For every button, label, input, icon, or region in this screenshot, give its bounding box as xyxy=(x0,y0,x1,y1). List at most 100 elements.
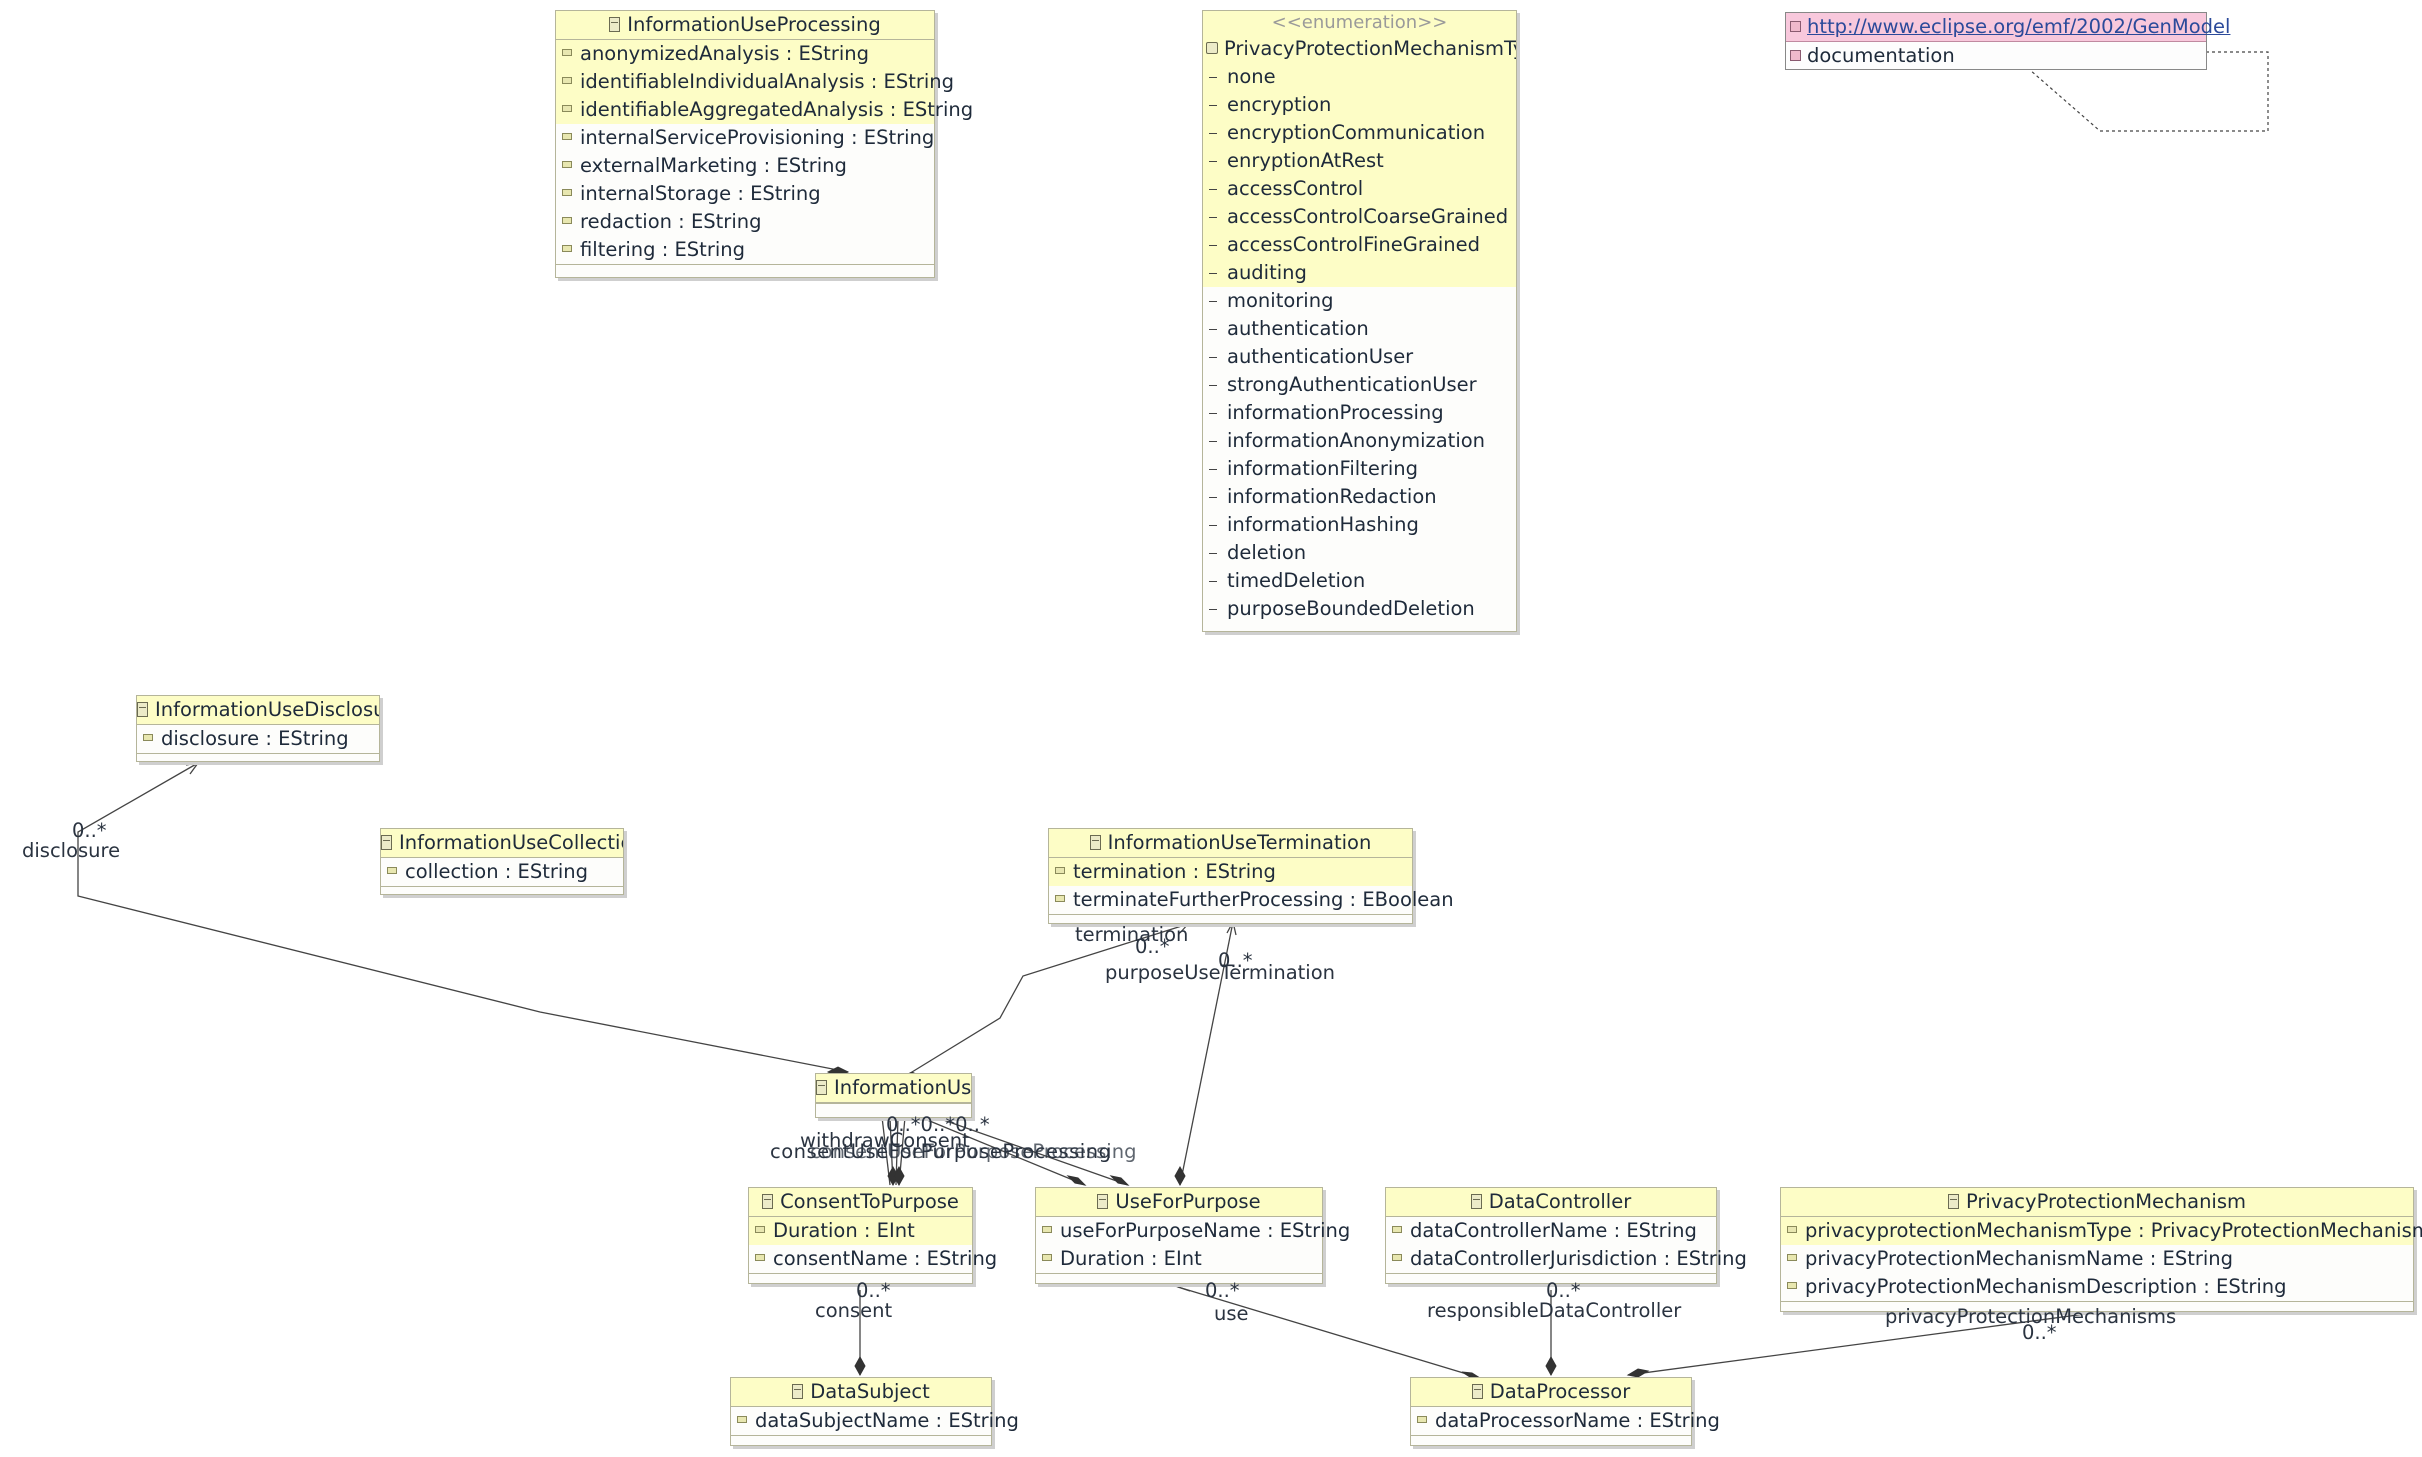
attribute-row[interactable]: dataProcessorName : EString xyxy=(1411,1407,1720,1435)
attribute-icon xyxy=(562,133,572,140)
literal-icon xyxy=(1209,189,1217,190)
enum-literal[interactable]: encryption xyxy=(1203,91,1516,119)
attribute-row[interactable]: identifiableIndividualAnalysis : EString xyxy=(556,68,954,96)
enum-literal[interactable]: none xyxy=(1203,63,1516,91)
enum-literal[interactable]: timedDeletion xyxy=(1203,567,1516,595)
eclass-icon xyxy=(609,17,621,32)
enum-literal[interactable]: accessControlCoarseGrained xyxy=(1203,203,1516,231)
class-header: UseForPurpose xyxy=(1036,1188,1322,1217)
attribute-row[interactable]: internalServiceProvisioning : EString xyxy=(556,124,934,152)
eclass-icon xyxy=(1097,1194,1109,1209)
purpose-termination-multiplicity: 0..* xyxy=(1218,949,1253,972)
operations-compartment xyxy=(1049,914,1412,923)
literal-icon xyxy=(1209,609,1217,610)
class-header: ConsentToPurpose xyxy=(749,1188,972,1217)
attribute-row[interactable]: privacyProtectionMechanismName : EString xyxy=(1781,1245,2413,1273)
attribute-row[interactable]: Duration : EInt xyxy=(1036,1245,1322,1273)
enum-literal[interactable]: encryptionCommunication xyxy=(1203,119,1516,147)
enum-literal[interactable]: strongAuthenticationUser xyxy=(1203,371,1516,399)
annotation-entry[interactable]: documentation xyxy=(1786,42,2206,70)
genmodel-annotation[interactable]: http://www.eclipse.org/emf/2002/GenModel… xyxy=(1785,12,2230,70)
attribute-row[interactable]: internalStorage : EString xyxy=(556,180,934,208)
eclass-icon xyxy=(1089,835,1101,850)
attribute-icon xyxy=(562,245,572,252)
attribute-row[interactable]: redaction : EString xyxy=(556,208,934,236)
class-consent-to-purpose[interactable]: ConsentToPurpose Duration : EInt consent… xyxy=(748,1187,997,1284)
enum-literal[interactable]: informationAnonymization xyxy=(1203,427,1516,455)
enum-literal[interactable]: authentication xyxy=(1203,315,1516,343)
attribute-row[interactable]: disclosure : EString xyxy=(137,725,379,753)
enum-literal[interactable]: informationHashing xyxy=(1203,511,1516,539)
attribute-row[interactable]: identifiableAggregatedAnalysis : EString xyxy=(556,96,973,124)
composition-diamond xyxy=(1066,1175,1087,1186)
eclass-icon xyxy=(762,1194,774,1209)
attribute-row[interactable]: anonymizedAnalysis : EString xyxy=(556,40,934,68)
attribute-row[interactable]: dataSubjectName : EString xyxy=(731,1407,1019,1435)
enum-literal[interactable]: accessControl xyxy=(1203,175,1516,203)
attribute-icon xyxy=(755,1226,765,1233)
attribute-icon xyxy=(387,867,397,874)
attribute-icon xyxy=(1392,1226,1402,1233)
attribute-row[interactable]: privacyprotectionMechanismType : Privacy… xyxy=(1781,1217,2422,1245)
enum-literal[interactable]: accessControlFineGrained xyxy=(1203,231,1516,259)
eclass-icon xyxy=(381,835,392,850)
eclass-icon xyxy=(1947,1194,1959,1209)
operations-compartment xyxy=(137,753,379,762)
enum-stereotype: <<enumeration>> xyxy=(1203,11,1516,35)
class-information-use-collection[interactable]: InformationUseCollection collection : ES… xyxy=(380,828,624,895)
literal-icon xyxy=(1209,413,1217,414)
eclass-icon xyxy=(792,1384,804,1399)
attribute-icon xyxy=(755,1254,765,1261)
class-header: DataController xyxy=(1386,1188,1716,1217)
attribute-icon xyxy=(562,161,572,168)
attribute-row[interactable]: useForPurposeName : EString xyxy=(1036,1217,1350,1245)
attribute-row[interactable]: consentName : EString xyxy=(749,1245,997,1273)
class-data-controller[interactable]: DataController dataControllerName : EStr… xyxy=(1385,1187,1747,1284)
attribute-row[interactable]: collection : EString xyxy=(381,858,623,886)
attribute-icon xyxy=(1417,1416,1427,1423)
purpose-termination-role: purposeUseTermination xyxy=(1105,961,1335,984)
class-header: InformationUseTermination xyxy=(1049,829,1412,858)
annotation-source[interactable]: http://www.eclipse.org/emf/2002/GenModel xyxy=(1786,13,2230,42)
class-information-use-processing[interactable]: InformationUseProcessing anonymizedAnaly… xyxy=(555,10,973,278)
attribute-row[interactable]: filtering : EString xyxy=(556,236,934,264)
class-data-processor[interactable]: DataProcessor dataProcessorName : EStrin… xyxy=(1410,1377,1720,1446)
attribute-row[interactable]: privacyProtectionMechanismDescription : … xyxy=(1781,1273,2413,1301)
attribute-row[interactable]: Duration : EInt xyxy=(749,1217,972,1245)
literal-icon xyxy=(1209,357,1217,358)
attribute-row[interactable]: dataControllerName : EString xyxy=(1386,1217,1716,1245)
disclosure-role: disclosure xyxy=(22,839,121,862)
class-information-use[interactable]: InformationUse xyxy=(815,1073,972,1118)
class-use-for-purpose[interactable]: UseForPurpose useForPurposeName : EStrin… xyxy=(1035,1187,1350,1284)
enum-literal[interactable]: authenticationUser xyxy=(1203,343,1516,371)
attribute-row[interactable]: dataControllerJurisdiction : EString xyxy=(1386,1245,1747,1273)
cluster-role-withdraw-consent: withdrawConsent xyxy=(800,1129,970,1152)
enum-literal[interactable]: auditing xyxy=(1203,259,1516,287)
enum-privacy-protection-mechanism-type[interactable]: <<enumeration>> PrivacyProtectionMechani… xyxy=(1202,10,1517,632)
attribute-row[interactable]: termination : EString xyxy=(1049,858,1412,886)
attribute-row[interactable]: terminateFurtherProcessing : EBoolean xyxy=(1049,886,1454,914)
attribute-row[interactable]: externalMarketing : EString xyxy=(556,152,934,180)
annotation-icon xyxy=(1790,21,1801,32)
enum-literal[interactable]: deletion xyxy=(1203,539,1516,567)
use-role: use xyxy=(1214,1302,1249,1325)
operations-compartment xyxy=(556,264,934,273)
enum-literal[interactable]: informationRedaction xyxy=(1203,483,1516,511)
enum-literal[interactable]: informationProcessing xyxy=(1203,399,1516,427)
attribute-icon xyxy=(1042,1254,1052,1261)
attribute-icon xyxy=(1055,867,1065,874)
attribute-icon xyxy=(1042,1226,1052,1233)
enum-literal[interactable]: informationFiltering xyxy=(1203,455,1516,483)
annotation-source-link[interactable]: http://www.eclipse.org/emf/2002/GenModel xyxy=(1807,15,2231,38)
literal-icon xyxy=(1209,497,1217,498)
class-data-subject[interactable]: DataSubject dataSubjectName : EString xyxy=(730,1377,1019,1446)
enum-literal[interactable]: purposeBoundedDeletion xyxy=(1203,595,1516,623)
controller-multiplicity: 0..* xyxy=(1546,1279,1581,1302)
cluster-multiplicities: 0..*0..*0..* xyxy=(886,1113,990,1136)
class-information-use-disclosure[interactable]: InformationUseDisclosure disclosure : ES… xyxy=(136,695,380,762)
class-information-use-termination[interactable]: InformationUseTermination termination : … xyxy=(1048,828,1454,924)
enum-literal[interactable]: enryptionAtRest xyxy=(1203,147,1516,175)
class-privacy-protection-mechanism[interactable]: PrivacyProtectionMechanism privacyprotec… xyxy=(1780,1187,2422,1312)
enum-literal[interactable]: monitoring xyxy=(1203,287,1516,315)
